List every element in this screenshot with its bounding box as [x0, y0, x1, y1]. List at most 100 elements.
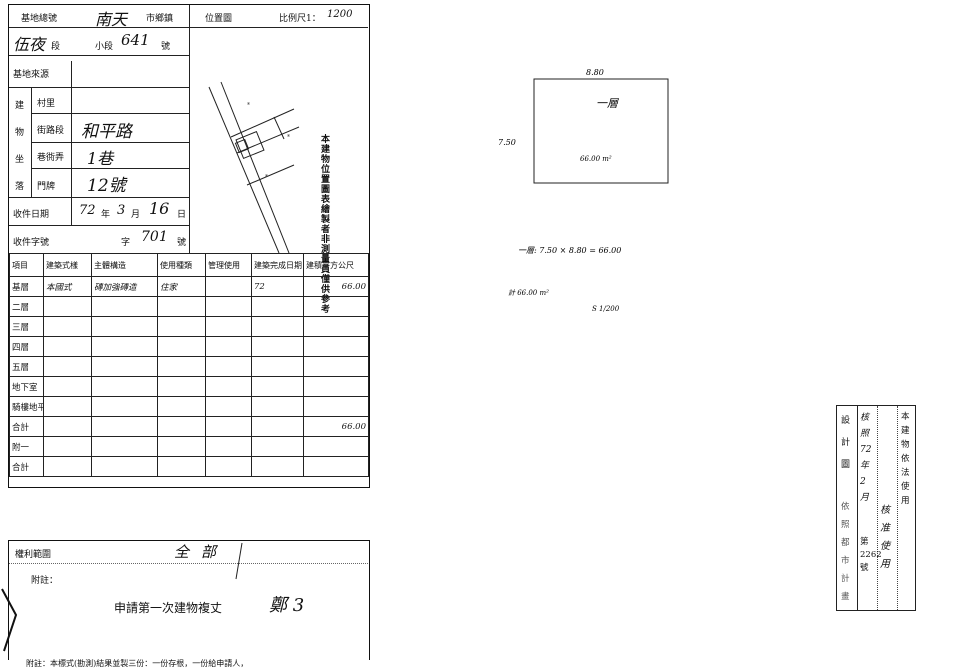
val-rights-note: 申請第一次建物複丈: [114, 601, 223, 615]
table-cell: 66.00: [303, 416, 369, 437]
label-receive-no: 收件字號: [13, 238, 50, 248]
table-row: 二層: [9, 296, 369, 317]
table-cell: 72: [251, 276, 304, 297]
table-cell: [91, 436, 158, 457]
table-cell: [303, 296, 369, 317]
table-cell: [251, 356, 304, 377]
label-door: 門牌: [37, 182, 56, 192]
table-cell: [251, 436, 304, 457]
label-year: 年: [101, 210, 111, 220]
table-cell: [157, 296, 206, 317]
margin-stroke: [1, 588, 18, 652]
table-row: 地下室: [9, 376, 369, 397]
val-section: 伍夜: [13, 35, 46, 54]
label-number: 號: [161, 42, 171, 52]
table-cell: [157, 336, 206, 357]
scale-line: S 1/200: [592, 305, 620, 313]
label-day: 日: [177, 210, 187, 220]
label-month: 月: [131, 210, 141, 220]
stamp-col6: 第2262號: [860, 537, 882, 573]
val-lane: 1巷: [87, 149, 114, 168]
table-header-row: 項目建築式樣主體構造使用種類管理使用建築完成日期建積平方公尺: [9, 253, 369, 277]
seal-mark: 鄭 3: [269, 595, 305, 616]
table-cell: 本國式: [43, 276, 92, 297]
label-subsection: 小段: [95, 42, 114, 52]
val-door: 12號: [87, 176, 126, 196]
label-lane: 巷衖弄: [37, 153, 65, 163]
val-road: 和平路: [81, 122, 132, 142]
label-section: 段: [51, 42, 61, 52]
stamp-col5: 核准使用: [880, 505, 890, 570]
table-cell: [91, 316, 158, 337]
floor-plan-rect: [533, 78, 669, 184]
table-row: 騎樓地平面: [9, 396, 369, 417]
table-cell: [205, 356, 252, 377]
table-cell: [43, 336, 92, 357]
table-header-cell: 項目: [9, 253, 44, 277]
table-row: 三層: [9, 316, 369, 337]
table-row: 五層: [9, 356, 369, 377]
table-cell: [157, 436, 206, 457]
table-cell: 磚加強磚造: [91, 276, 158, 297]
table-cell: 地下室: [9, 376, 44, 397]
table-cell: [43, 376, 92, 397]
stamp-col4: 依照都市計畫: [841, 502, 850, 602]
label-building-location: 建物坐落: [15, 101, 25, 192]
table-cell: 基層: [9, 276, 44, 297]
table-cell: [157, 456, 206, 477]
table-cell: [157, 376, 206, 397]
label-scale: 比例尺1：: [279, 14, 321, 24]
label-township: 市鄉鎮: [146, 14, 174, 24]
floor-label: 一層: [596, 97, 619, 110]
table-cell: [43, 456, 92, 477]
svg-text:*: *: [247, 102, 250, 109]
table-cell: [251, 456, 304, 477]
table-cell: [91, 456, 158, 477]
label-location-map: 位置圖: [205, 14, 233, 24]
table-cell: [303, 456, 369, 477]
table-cell: [91, 336, 158, 357]
table-cell: [91, 296, 158, 317]
footer-note: 附註：本標式(勘測)結果並製三份：一份存根，一份給申請人，: [26, 659, 249, 668]
table-cell: [303, 336, 369, 357]
table-cell: [43, 436, 92, 457]
val-receive-no: 701: [141, 229, 168, 245]
val-scale: 1200: [327, 9, 353, 20]
table-cell: 住家: [157, 276, 206, 297]
table-cell: [205, 376, 252, 397]
table-cell: [157, 416, 206, 437]
table-cell: [205, 396, 252, 417]
table-cell: [91, 416, 158, 437]
label-hao: 號: [177, 238, 187, 248]
val-district: 南天: [95, 10, 128, 29]
table-cell: [251, 396, 304, 417]
table-cell: 五層: [9, 356, 44, 377]
table-cell: [157, 356, 206, 377]
table-header-cell: 建築式樣: [43, 253, 92, 277]
height-label: 7.50: [498, 138, 516, 147]
table-cell: [251, 376, 304, 397]
table-cell: 合計: [9, 456, 44, 477]
table-cell: [303, 396, 369, 417]
calc-line: 一層: 7.50 × 8.80 = 66.00: [518, 246, 621, 255]
table-row: 四層: [9, 336, 369, 357]
label-rights-note: 附註：: [31, 576, 59, 586]
table-cell: 四層: [9, 336, 44, 357]
table-cell: [303, 356, 369, 377]
rights-section: 權利範圍 全部 附註： 申請第一次建物複丈 鄭 3: [8, 540, 370, 660]
stamp-col3: 本建物依法使用: [901, 412, 910, 506]
table-cell: 附一: [9, 436, 44, 457]
table-cell: [205, 336, 252, 357]
total-line: 計 66.00 m²: [508, 289, 549, 297]
width-label: 8.80: [586, 68, 604, 77]
label-lot-no: 基地總號: [21, 14, 58, 24]
val-number: 641: [121, 31, 150, 49]
table-cell: [91, 376, 158, 397]
val-receive-day: 16: [149, 199, 170, 218]
stamp-col2: 核照72年2月: [860, 413, 872, 503]
table-cell: 66.00: [303, 276, 369, 297]
table-cell: [91, 356, 158, 377]
location-map-sketch: * * *: [208, 81, 300, 253]
